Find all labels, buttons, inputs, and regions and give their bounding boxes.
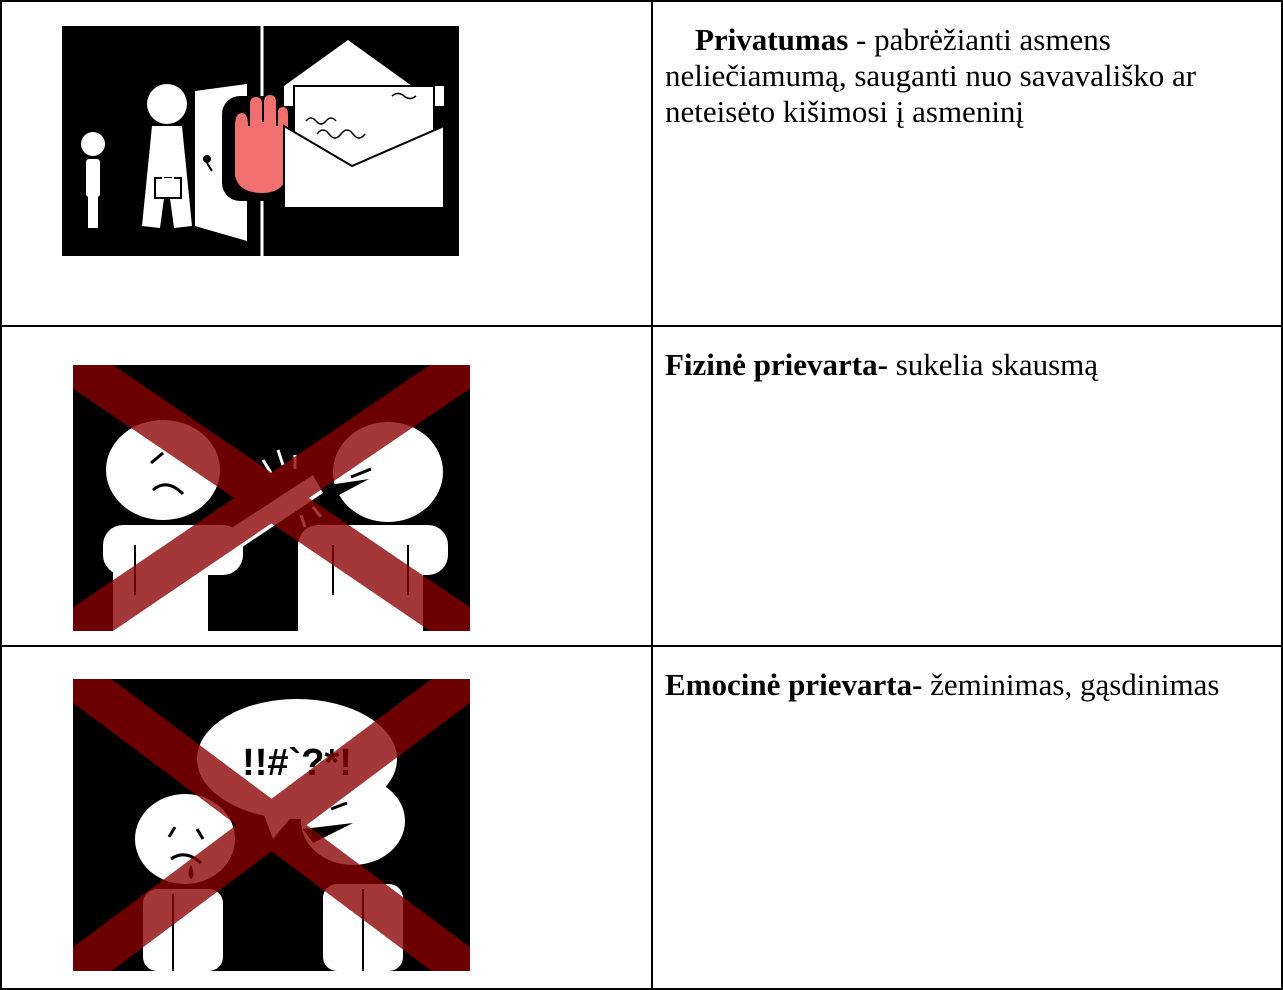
term-label: Privatumas [695,22,849,57]
prohibition-cross-icon [73,679,470,971]
term-separator: - [848,22,875,57]
child-figure-icon [81,132,105,228]
text-cell: Privatumas - pabrėžianti asmens neliečia… [651,0,1283,327]
table-row-emotional-violence: !!#`?*! [0,645,1283,990]
term-definition: sukelia skausmą [895,347,1099,382]
prohibition-cross-icon [73,365,470,631]
term-definition: žeminimas, gąsdinimas [930,667,1220,702]
table-row-physical-violence: Fizinė prievarta- sukelia skausmą [0,325,1283,647]
term-definition: pabrėžianti asmens neliečiamumą, saugant… [665,22,1197,129]
term-label: Fizinė prievarta- [665,347,888,382]
term-separator [922,667,930,702]
emotional-violence-pictogram: !!#`?*! [73,679,470,971]
adult-figure-icon [142,84,192,228]
physical-violence-pictogram [73,365,470,631]
image-cell: !!#`?*! [0,645,653,990]
text-cell: Emocinė prievarta- žeminimas, gąsdinimas [651,645,1283,990]
term-label: Emocinė prievarta- [665,667,923,702]
term-separator [888,347,896,382]
image-cell [0,0,653,327]
envelope-icon [283,40,445,209]
privacy-pictogram [62,26,459,256]
text-cell: Fizinė prievarta- sukelia skausmą [651,325,1283,647]
table-row-privacy: Privatumas - pabrėžianti asmens neliečia… [0,0,1283,327]
stop-hand-icon [222,92,292,201]
image-cell [0,325,653,647]
